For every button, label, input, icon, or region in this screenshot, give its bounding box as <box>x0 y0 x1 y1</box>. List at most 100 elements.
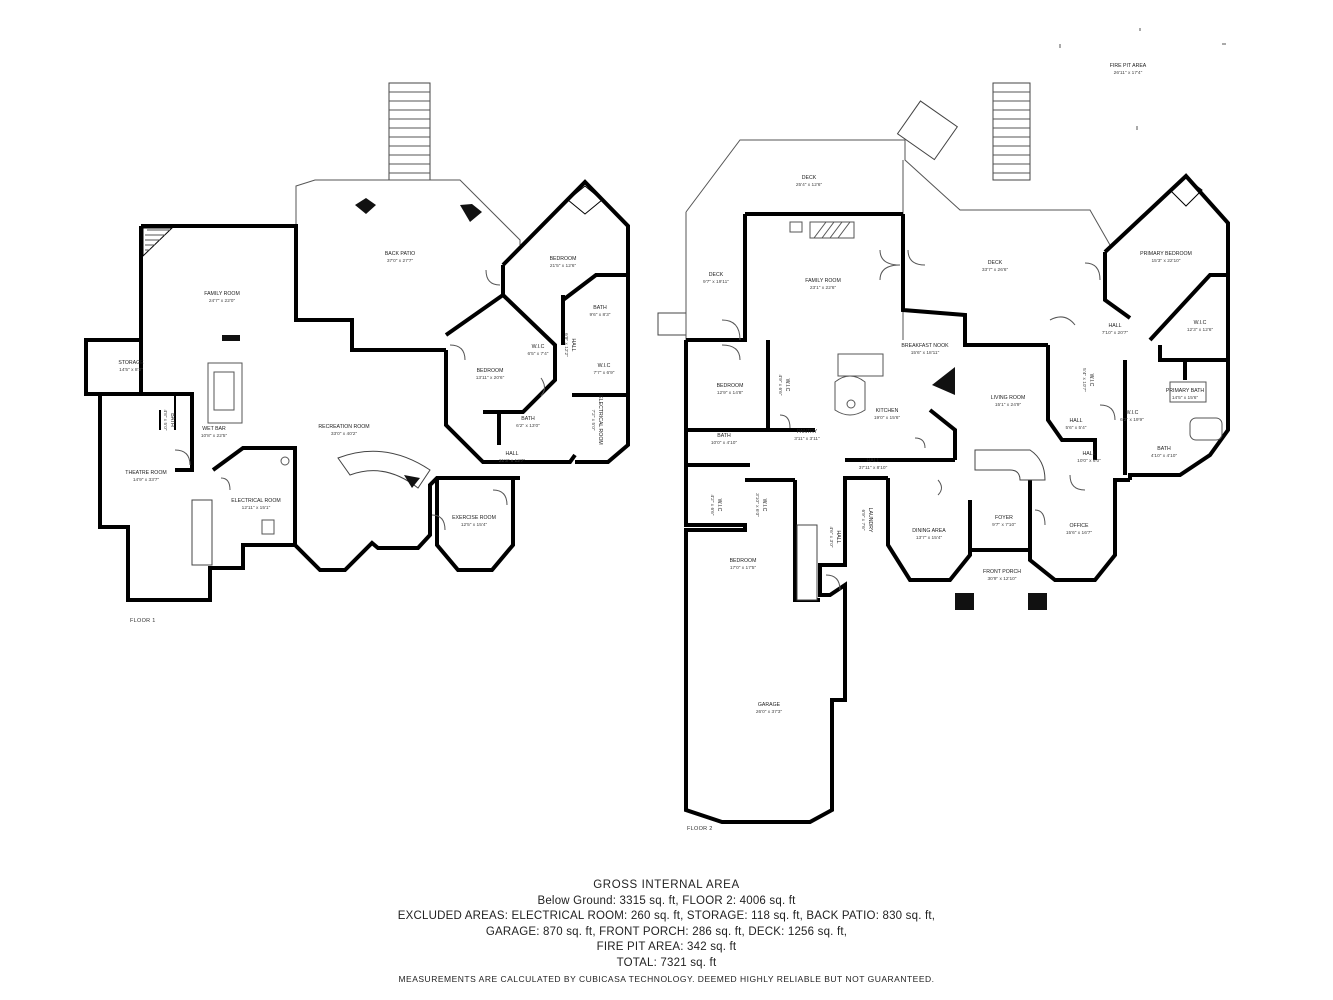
room-dimensions: 7'7" x 6'9" <box>593 371 615 376</box>
summary-line-3: GARAGE: 870 sq. ft, FRONT PORCH: 286 sq.… <box>485 925 848 938</box>
room-dimensions: 7'10" x 20'7" <box>1101 331 1129 336</box>
room-dimensions: 5'4" x 10'7" <box>1081 368 1086 392</box>
summary-line-4: FIRE PIT AREA: 342 sq. ft <box>596 941 737 953</box>
room-dimensions: 5'6" x 5'4" <box>1065 426 1087 431</box>
room-name: DINING AREA <box>912 528 946 534</box>
room-name: OFFICE <box>1069 523 1089 529</box>
room-hall-1b: HALL 21'3" x 12'7" <box>499 451 525 465</box>
room-foyer: FOYER 9'7" x 7'10" <box>992 515 1016 529</box>
room-pantry: PANTRY 3'11" x 3'11" <box>794 429 820 443</box>
room-name: WET BAR <box>202 426 226 432</box>
room-dimensions: 21'3" x 12'7" <box>498 459 526 464</box>
room-dimensions: 9'7" x 7'10" <box>992 523 1016 528</box>
room-name: BEDROOM <box>729 558 757 564</box>
room-name: PRIMARY BEDROOM <box>1140 251 1192 257</box>
summary-disclaimer: MEASUREMENTS ARE CALCULATED BY CUBICASA … <box>398 974 935 984</box>
room-dimensions: 6'9" x 7'6" <box>860 509 865 531</box>
room-dimensions: 9'6" x 8'3" <box>589 313 611 318</box>
room-name: W.I.C <box>531 344 545 350</box>
room-dimensions: 14'5" x 15'6" <box>1171 396 1199 401</box>
room-wic-1a: W.I.C 6'5" x 7'4" <box>528 344 549 358</box>
room-name: W.I.C <box>1088 373 1094 387</box>
room-name: HALL <box>1082 451 1096 457</box>
room-dimensions: 37'11" x 8'10" <box>858 466 888 471</box>
room-name: HALL <box>1069 418 1083 424</box>
room-name: FOYER <box>995 515 1013 521</box>
room-name: KITCHEN <box>875 408 899 414</box>
room-name: DECK <box>708 272 724 278</box>
room-dimensions: 10'0" x 6'0" <box>1077 459 1101 464</box>
room-dimensions: 6'2" x 19'9" <box>1120 418 1144 423</box>
room-dimensions: 3'11" x 3'11" <box>794 437 820 442</box>
room-fire-pit: FIRE PIT AREA 26'11" x 17'4" <box>1110 63 1147 77</box>
floor-2-plan <box>657 28 1230 824</box>
room-name: W.I.C <box>1125 410 1139 416</box>
room-name: FRONT PORCH <box>983 569 1021 575</box>
room-hall-2c: HALL 37'11" x 8'10" <box>859 458 888 472</box>
room-dimensions: 33'7" x 26'6" <box>981 268 1009 273</box>
room-deck-c: DECK 33'7" x 26'6" <box>982 260 1008 274</box>
room-name: HALL <box>505 451 519 457</box>
room-dimensions: 12'3" x 12'6" <box>1186 328 1214 333</box>
room-hall-2a: HALL 7'10" x 20'7" <box>1102 323 1128 337</box>
room-wic-2d: W.I.C 6'2" x 19'9" <box>1120 410 1144 424</box>
room-name: W.I.C <box>784 378 790 392</box>
room-dimensions: 4'2" x 6'6" <box>709 494 714 516</box>
room-dimensions: 24'7" x 22'0" <box>208 299 236 304</box>
summary-line-2: EXCLUDED AREAS: ELECTRICAL ROOM: 260 sq.… <box>397 910 936 922</box>
room-name: BATH <box>717 433 731 439</box>
room-dimensions: 26'0" x 37'3" <box>755 710 783 715</box>
room-dimensions: 4'8" x 5'0" <box>162 409 167 431</box>
room-name: HALL <box>866 458 880 464</box>
room-name: LAUNDRY <box>867 507 873 533</box>
room-name: BATH <box>521 416 535 422</box>
room-dimensions: 14'9" x 33'7" <box>132 478 160 483</box>
room-name: PANTRY <box>796 429 818 435</box>
room-dimensions: 12'9" x 14'8" <box>716 391 744 396</box>
room-dimensions: 9'7" x 19'11" <box>703 280 729 285</box>
room-name: W.I.C <box>1193 320 1207 326</box>
room-name: DECK <box>987 260 1003 266</box>
room-hall-2d: HALL 10'0" x 6'0" <box>1077 451 1101 465</box>
room-name: DECK <box>801 175 817 181</box>
room-dimensions: 26'11" x 17'4" <box>1113 71 1143 76</box>
room-name: LIVING ROOM <box>990 395 1026 401</box>
room-dimensions: 14'5" x 8'2" <box>119 368 143 373</box>
room-name: THEATRE ROOM <box>125 470 167 476</box>
room-name: BATH <box>169 413 175 427</box>
room-name: FIRE PIT AREA <box>1109 63 1147 69</box>
room-dimensions: 13'11" x 20'6" <box>475 376 505 381</box>
room-name: HALL <box>1108 323 1122 329</box>
room-name: W.I.C <box>597 363 611 369</box>
room-dimensions: 7'2" x 5'0" <box>590 409 595 431</box>
room-bedroom-2a: BEDROOM 12'9" x 14'8" <box>717 383 744 397</box>
room-name: W.I.C <box>716 498 722 512</box>
room-dimensions: 4'9" x 6'6" <box>777 374 782 396</box>
room-name: FAMILY ROOM <box>204 291 240 297</box>
room-name: BEDROOM <box>549 256 577 262</box>
patio-stairs <box>388 82 431 181</box>
room-dimensions: 17'0" x 17'5" <box>729 566 757 571</box>
room-dimensions: 10'0" x 4'10" <box>710 441 738 446</box>
room-name: BEDROOM <box>716 383 744 389</box>
room-dimensions: 37'0" x 27'7" <box>386 259 414 264</box>
room-dimensions: 6'5" x 7'4" <box>527 352 549 357</box>
room-name: BEDROOM <box>476 368 504 374</box>
room-name: W.I.C <box>761 498 767 512</box>
